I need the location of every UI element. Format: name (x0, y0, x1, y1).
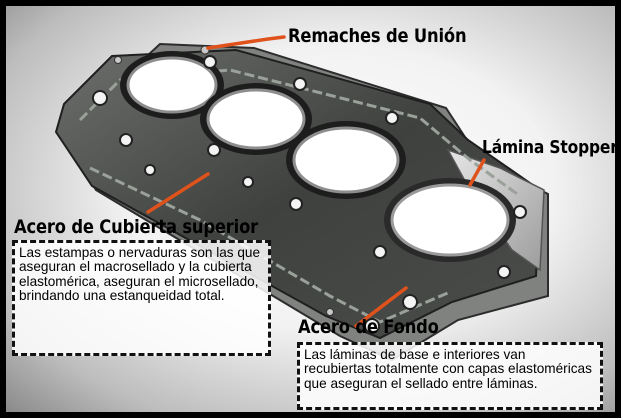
description-top-cover: Las estampas o nervaduras son las que as… (19, 245, 261, 303)
callout-title-top-cover: Acero de Cubierta superior (14, 216, 259, 238)
callout-title-rivets: Remaches de Unión (288, 25, 467, 47)
cylinder-bore-2 (200, 83, 312, 155)
cylinder-bore-3 (286, 121, 406, 199)
callout-title-bottom: Acero de Fondo (298, 316, 439, 338)
top-cover-plate (54, 48, 542, 340)
bolt-holes (92, 55, 527, 334)
embossing-rib (89, 166, 451, 324)
description-box-top-cover: Las estampas o nervaduras son las que as… (12, 240, 271, 356)
description-bottom: Las láminas de base e interiores van rec… (304, 347, 592, 391)
cylinder-bore-1 (120, 51, 224, 119)
leader-line-stopper (468, 158, 486, 187)
cylinder-bore-4 (384, 178, 516, 262)
leader-line-rivets (206, 35, 286, 50)
embossing-rib (78, 68, 521, 198)
description-box-bottom: Las láminas de base e interiores van rec… (297, 342, 603, 410)
callout-title-stopper: Lámina Stopper (482, 137, 618, 158)
leader-lines (146, 35, 486, 328)
leader-line-bottom (354, 286, 408, 328)
leader-line-top-cover (146, 172, 210, 214)
